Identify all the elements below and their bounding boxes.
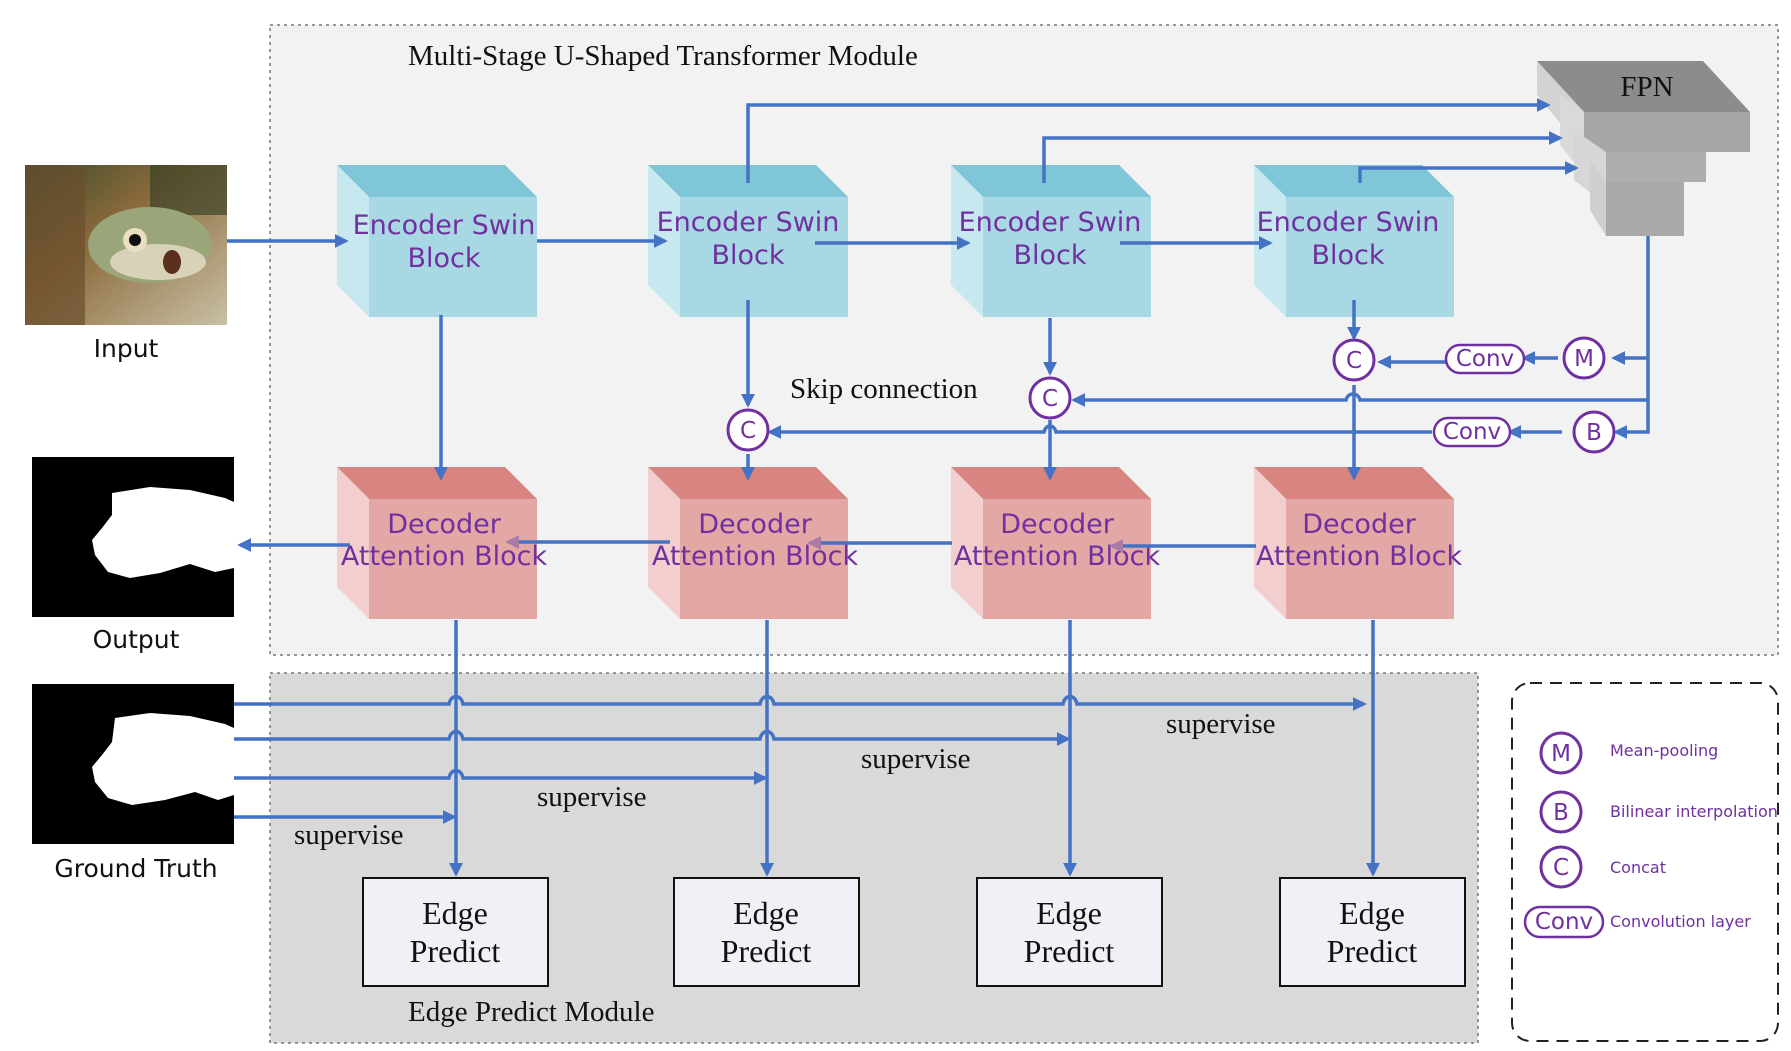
decoder-block-1-line2: Attention Block	[341, 541, 548, 572]
decoder-block-2	[648, 467, 848, 619]
svg-text:B: B	[1553, 800, 1569, 826]
edge-predict-box-4: Edge Predict	[1279, 877, 1466, 987]
mean-pooling-node: M	[1562, 336, 1606, 380]
decoder-block-2-line2: Attention Block	[652, 541, 859, 572]
decoder-block-2-line1: Decoder	[698, 509, 813, 540]
svg-text:Conv: Conv	[1443, 419, 1501, 445]
conv-node-lower: Conv	[1432, 416, 1512, 448]
transformer-module-title: Multi-Stage U-Shaped Transformer Module	[408, 40, 918, 72]
edge-predict-module-title: Edge Predict Module	[408, 996, 654, 1028]
svg-text:Concat: Concat	[1610, 858, 1666, 877]
svg-text:Bilinear interpolation: Bilinear interpolation	[1610, 802, 1778, 821]
bilinear-node: B	[1572, 410, 1616, 454]
decoder-block-4	[1254, 467, 1454, 619]
svg-text:Convolution layer: Convolution layer	[1610, 912, 1751, 931]
edge-predict-3-line2: Predict	[1024, 933, 1115, 969]
encoder-block-4-line1: Encoder Swin	[1257, 207, 1440, 238]
decoder-block-4-line2: Attention Block	[1256, 541, 1463, 572]
arrow-supervise-edge-2	[234, 768, 768, 785]
legend-item-mean-pooling: M Mean-pooling	[1539, 731, 1718, 775]
encoder-block-3	[951, 165, 1151, 317]
edge-predict-2-line2: Predict	[721, 933, 812, 969]
arrow-encoder-4-to-fpn	[1358, 161, 1579, 183]
conv-node-upper: Conv	[1444, 343, 1526, 375]
edge-predict-4-line1: Edge	[1339, 895, 1405, 931]
svg-text:Conv: Conv	[1535, 909, 1593, 935]
edge-predict-box-3: Edge Predict	[976, 877, 1163, 987]
ground-truth-image	[32, 684, 234, 844]
svg-text:Mean-pooling: Mean-pooling	[1610, 741, 1718, 760]
arrow-supervise-edge-3	[234, 729, 1071, 746]
encoder-block-1	[337, 165, 537, 317]
arrow-supervise-edge-4	[234, 694, 1367, 711]
legend-item-concat: C Concat	[1539, 845, 1666, 889]
edge-predict-2-line1: Edge	[733, 895, 799, 931]
edge-predict-box-1: Edge Predict	[362, 877, 549, 987]
output-mask-image	[32, 457, 234, 617]
input-image	[25, 165, 227, 325]
svg-text:B: B	[1586, 420, 1602, 446]
fpn-label: FPN	[1620, 71, 1673, 103]
svg-text:Conv: Conv	[1456, 346, 1514, 372]
encoder-block-2-line1: Encoder Swin	[657, 207, 840, 238]
supervise-label-3: supervise	[861, 743, 971, 775]
decoder-block-3	[951, 467, 1151, 619]
legend-item-conv: Conv Convolution layer	[1523, 905, 1751, 939]
decoder-block-1	[337, 467, 537, 619]
encoder-block-1-line1: Encoder Swin	[353, 210, 536, 241]
arrow-encoder-3-to-fpn	[1042, 131, 1563, 183]
svg-text:M: M	[1574, 346, 1594, 372]
supervise-label-4: supervise	[1166, 708, 1276, 740]
input-label: Input	[94, 334, 159, 363]
svg-text:C: C	[1553, 855, 1569, 881]
encoder-block-3-line1: Encoder Swin	[959, 207, 1142, 238]
concat-node-2: C	[726, 408, 770, 452]
skip-connection-label: Skip connection	[790, 373, 978, 405]
legend-panel	[1511, 682, 1779, 1042]
edge-predict-1-line2: Predict	[410, 933, 501, 969]
edge-predict-module-panel	[269, 672, 1479, 1044]
ground-truth-label: Ground Truth	[54, 854, 217, 883]
concat-node-4: C	[1332, 338, 1376, 382]
svg-text:C: C	[1346, 348, 1362, 374]
encoder-block-4-line2: Block	[1311, 240, 1384, 271]
decoder-block-3-line1: Decoder	[1000, 509, 1115, 540]
decoder-block-1-line1: Decoder	[387, 509, 502, 540]
arrow-encoder-2-to-fpn	[746, 98, 1551, 183]
edge-predict-4-line2: Predict	[1327, 933, 1418, 969]
svg-text:M: M	[1551, 741, 1571, 767]
fpn-pyramid	[1537, 61, 1750, 236]
edge-predict-box-2: Edge Predict	[673, 877, 860, 987]
svg-text:C: C	[740, 418, 756, 444]
decoder-block-4-line1: Decoder	[1302, 509, 1417, 540]
supervise-label-1: supervise	[294, 819, 404, 851]
legend-item-bilinear: B Bilinear interpolation	[1539, 790, 1778, 834]
output-label: Output	[93, 625, 180, 654]
encoder-block-2-line2: Block	[711, 240, 784, 271]
edge-predict-1-line1: Edge	[422, 895, 488, 931]
encoder-block-3-line2: Block	[1013, 240, 1086, 271]
encoder-block-1-line2: Block	[407, 243, 480, 274]
concat-node-3: C	[1028, 376, 1072, 420]
edge-predict-3-line1: Edge	[1036, 895, 1102, 931]
svg-text:C: C	[1042, 386, 1058, 412]
arrow-fpn-to-bilinear	[1613, 358, 1650, 439]
supervise-label-2: supervise	[537, 781, 647, 813]
